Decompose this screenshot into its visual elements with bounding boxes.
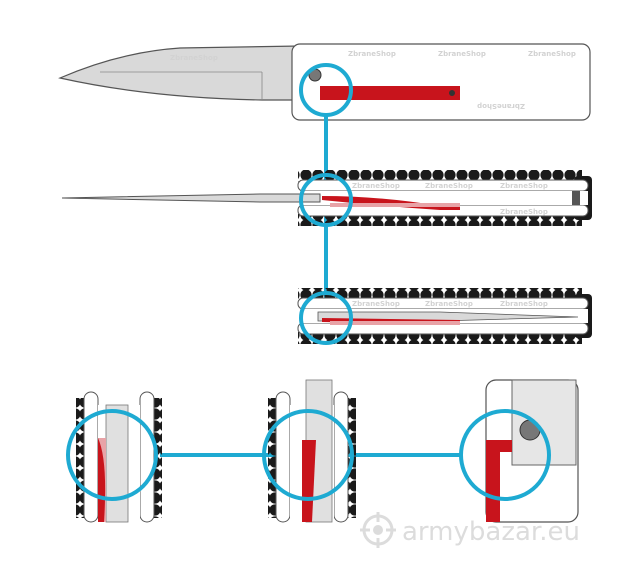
callout-circle-detail-3 xyxy=(459,409,551,501)
detail-view-locked xyxy=(66,391,162,523)
blade-closed-top-view xyxy=(317,311,579,322)
watermark: ZbraneShop xyxy=(477,102,525,110)
callout-circle-3 xyxy=(299,291,353,345)
brand-text: armybazar.eu xyxy=(402,517,580,547)
lock-bar-side-view xyxy=(320,86,460,100)
lock-bar-detail xyxy=(302,440,316,522)
lock-pin xyxy=(449,90,455,96)
grip-teeth-top xyxy=(298,288,582,300)
grip-teeth-bottom xyxy=(298,214,582,226)
watermark: ZbraneShop xyxy=(352,300,400,308)
side-view-open-knife: ZbraneShop ZbraneShop ZbraneShop ZbraneS… xyxy=(58,43,591,121)
watermark: ZbraneShop xyxy=(170,54,218,62)
detail-view-opening xyxy=(262,379,356,523)
lock-bar-shadow xyxy=(330,203,460,207)
detail-view-side-lock xyxy=(459,379,579,523)
blade-tang-detail xyxy=(105,404,129,523)
callout-circle-detail-2 xyxy=(262,409,354,501)
blade-top-view xyxy=(61,193,321,203)
callout-circle-detail-1 xyxy=(66,409,158,501)
watermark: ZbraneShop xyxy=(500,208,548,216)
brand-watermark: armybazar.eu xyxy=(360,512,580,548)
watermark: ZbraneShop xyxy=(500,300,548,308)
grip-teeth-top xyxy=(298,170,582,182)
lock-bar-detail xyxy=(98,438,106,522)
lock-bar-detail xyxy=(486,440,500,522)
watermark: ZbraneShop xyxy=(348,50,396,58)
blade-tang-detail xyxy=(511,379,577,466)
top-view-open-knife: ZbraneShop ZbraneShop ZbraneShop ZbraneS… xyxy=(61,170,592,227)
watermark: ZbraneShop xyxy=(438,50,486,58)
grip-teeth-bottom xyxy=(298,332,582,344)
crosshair-icon xyxy=(360,512,396,548)
watermark: ZbraneShop xyxy=(528,50,576,58)
handle-side-view xyxy=(291,43,591,121)
callout-circle-2 xyxy=(299,173,353,227)
watermark: ZbraneShop xyxy=(500,182,548,190)
top-view-closed-knife: ZbraneShop ZbraneShop ZbraneShop xyxy=(297,288,592,345)
watermark: ZbraneShop xyxy=(425,182,473,190)
watermark: ZbraneShop xyxy=(425,300,473,308)
watermark: ZbraneShop xyxy=(352,182,400,190)
